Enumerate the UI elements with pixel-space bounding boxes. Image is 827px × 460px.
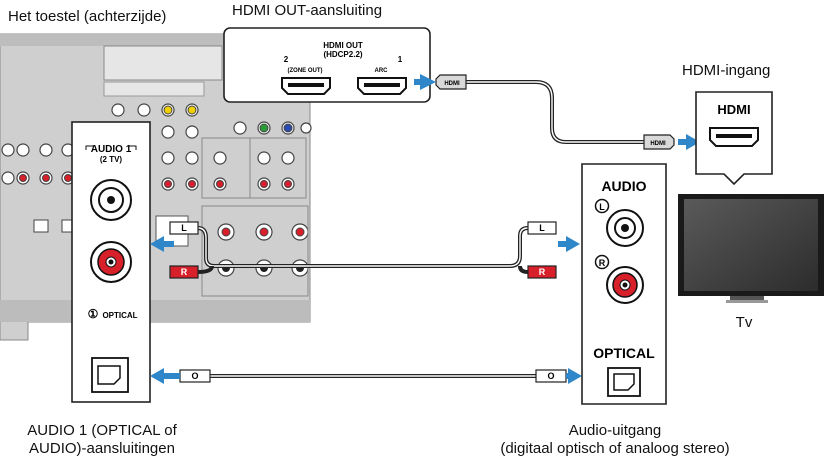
hdmi-cable: HDMI HDMI [414, 74, 700, 150]
audio1-title: AUDIO 1 [91, 144, 132, 155]
arrow-icon [566, 368, 582, 384]
hdmi-out-subtitle: (HDCP2.2) [323, 50, 362, 59]
svg-text:O: O [547, 371, 554, 381]
audio1-subtitle: (2 TV) [100, 155, 123, 164]
audio1-optical-number: ① [88, 307, 99, 321]
device-back-label: Het toestel (achterzijde) [8, 8, 167, 25]
hdmi-out-port-label: HDMI OUT-aansluiting [232, 2, 383, 19]
svg-text:HDMI: HDMI [650, 141, 666, 147]
tv-hdmi-input-box: HDMI [695, 91, 773, 186]
arrow-icon [414, 74, 436, 90]
arrow-icon [558, 236, 580, 252]
hdmi-port-2-number: 2 [284, 55, 289, 64]
svg-text:L: L [181, 223, 187, 233]
audio1-jacks-label-line1: AUDIO 1 (OPTICAL of [27, 422, 177, 439]
tv-set [678, 194, 824, 303]
audio1-optical-label: OPTICAL [102, 311, 137, 320]
rca-plug-left-receiver [169, 221, 199, 235]
rca-plug-left-tv [527, 221, 557, 235]
arrow-icon [150, 236, 174, 252]
hdmi-out-panel: HDMI OUT (HDCP2.2) 2 1 (ZONE OUT) ARC [223, 27, 431, 103]
svg-text:R: R [539, 267, 546, 277]
arrow-icon [678, 134, 700, 150]
svg-text:O: O [191, 371, 198, 381]
tv-hdmi-label: HDMI [717, 102, 750, 117]
tv-optical-label: OPTICAL [593, 345, 655, 361]
hdmi-input-label: HDMI-ingang [682, 62, 771, 79]
arrow-icon [150, 368, 180, 384]
receiver-audio1-panel: AUDIO 1 (2 TV) ① OPTICAL [71, 121, 189, 403]
hdmi-out-title: HDMI OUT [323, 41, 363, 50]
audio-output-label-line2: (digitaal optisch of analoog stereo) [500, 440, 730, 457]
tv-left-channel-label: L [599, 202, 605, 212]
svg-text:R: R [181, 267, 188, 277]
audio1-jacks-label-line2: AUDIO)-aansluitingen [29, 440, 175, 457]
tv-label: Tv [735, 314, 753, 331]
svg-text:L: L [539, 223, 545, 233]
rca-plug-right-tv [527, 265, 557, 279]
hdmi-plug-tv [643, 134, 675, 150]
hdmi-port-2-label: (ZONE OUT) [288, 68, 323, 74]
tv-audio-panel: AUDIO L R OPTICAL [581, 163, 667, 405]
svg-text:HDMI: HDMI [444, 81, 460, 87]
stereo-rca-cable: L R L R [150, 221, 580, 279]
audio-output-label-line1: Audio-uitgang [568, 422, 662, 439]
rca-plug-right-receiver [169, 265, 199, 279]
tv-audio-label: AUDIO [601, 178, 646, 194]
tv-right-channel-label: R [599, 258, 606, 268]
hdmi-port-1-number: 1 [398, 55, 403, 64]
hdmi-plug-receiver [435, 74, 467, 90]
optical-cable: O O [150, 368, 582, 384]
hdmi-port-1-label: ARC [375, 68, 389, 74]
